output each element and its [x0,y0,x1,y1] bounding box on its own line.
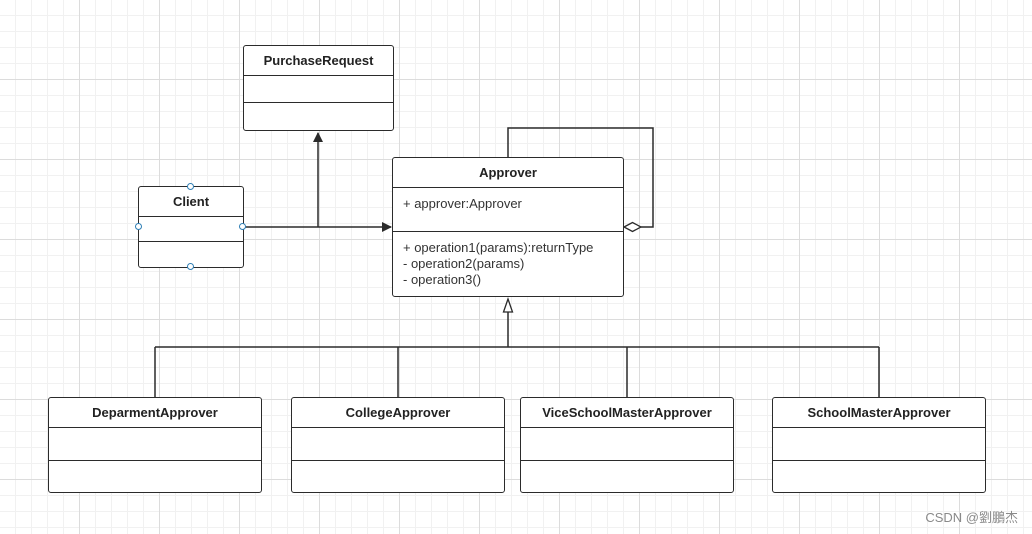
class-name: DeparmentApprover [49,398,261,428]
class-name: Approver [393,158,623,188]
operation: - operation2(params) [403,256,525,271]
operations-section: + operation1(params):returnType - operat… [393,232,623,288]
class-school-master-approver[interactable]: SchoolMasterApprover [772,397,986,493]
attributes-section [773,428,985,461]
class-name: CollegeApprover [292,398,504,428]
attributes-section [49,428,261,461]
attributes-section: + approver:Approver [393,188,623,232]
class-college-approver[interactable]: CollegeApprover [291,397,505,493]
dependency-client-purchaserequest [243,132,323,228]
operation: - operation3() [403,272,482,287]
operations-section [49,461,261,491]
operations-section [521,461,733,491]
operations-section [773,461,985,491]
attribute: + approver:Approver [403,196,522,211]
operation: + operation1(params):returnType [403,240,594,255]
class-client[interactable]: Client [138,186,244,268]
aggregation-self-approver [507,127,654,233]
class-approver[interactable]: Approver + approver:Approver + operation… [392,157,624,297]
class-name: PurchaseRequest [244,46,393,76]
generalization-tree [154,297,880,398]
resize-handle-right[interactable] [239,223,246,230]
resize-handle-left[interactable] [135,223,142,230]
operations-section [244,103,393,129]
operations-section [292,461,504,491]
class-vice-school-master-approver[interactable]: ViceSchoolMasterApprover [520,397,734,493]
class-name: ViceSchoolMasterApprover [521,398,733,428]
attributes-section [521,428,733,461]
class-name: Client [139,187,243,217]
class-purchase-request[interactable]: PurchaseRequest [243,45,394,131]
class-department-approver[interactable]: DeparmentApprover [48,397,262,493]
class-name: SchoolMasterApprover [773,398,985,428]
attributes-section [139,217,243,242]
attributes-section [292,428,504,461]
attributes-section [244,76,393,103]
watermark: CSDN @劉鵬杰 [925,510,1018,525]
resize-handle-top[interactable] [187,183,194,190]
resize-handle-bottom[interactable] [187,263,194,270]
